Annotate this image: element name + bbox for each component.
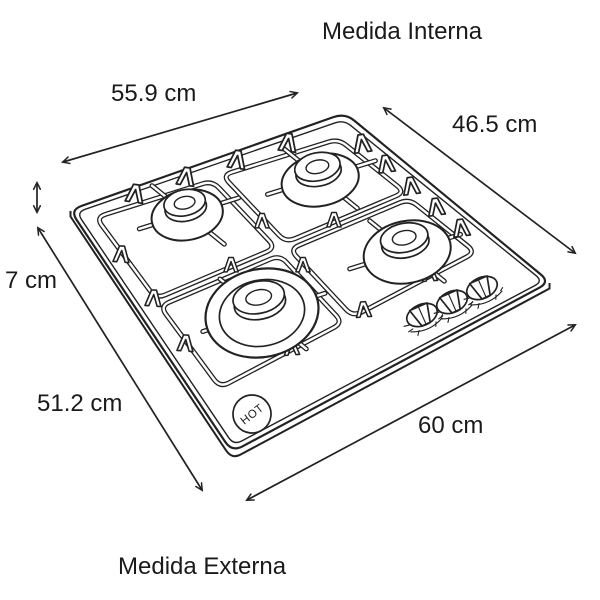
grate-prong xyxy=(326,211,342,228)
grate-prong xyxy=(355,300,373,319)
grate-frame-inner xyxy=(225,139,403,242)
hot-indicator: HOT xyxy=(232,394,272,434)
burner-front-left xyxy=(204,267,320,359)
cooktop-drawing: HOT xyxy=(69,114,551,458)
burner-front-right xyxy=(362,219,452,285)
grate-prong xyxy=(277,132,297,154)
title-medida-externa: Medida Externa xyxy=(118,553,287,580)
grate-prong xyxy=(353,133,373,155)
grate-frame-inner xyxy=(162,256,341,386)
control-knob-3 xyxy=(463,275,504,309)
grate-prong xyxy=(452,218,472,239)
grate-prong xyxy=(176,334,194,353)
grate-prong xyxy=(427,197,447,218)
grate-frame-inner xyxy=(292,200,473,316)
internal-depth-arrow xyxy=(384,108,575,253)
external-width-arrow xyxy=(247,325,575,500)
grate-prong xyxy=(175,166,195,188)
grate-prong xyxy=(112,245,130,264)
grate-prong xyxy=(124,183,144,205)
dimension-arrows xyxy=(37,93,575,500)
burner-rear-left xyxy=(150,188,224,242)
grate-prong xyxy=(254,212,270,229)
grate-prong xyxy=(402,176,422,197)
title-medida-interna: Medida Interna xyxy=(322,18,483,45)
burner-rear-right xyxy=(280,151,360,208)
internal-width-arrow xyxy=(63,93,297,162)
grate-prong xyxy=(377,154,397,175)
grate-prong xyxy=(295,256,311,273)
cooktop-side-edge xyxy=(69,211,551,458)
control-knob-2 xyxy=(433,289,474,323)
grate-prong xyxy=(144,289,162,308)
grate-prong xyxy=(226,149,246,171)
grate-prong xyxy=(223,256,239,273)
grate-frame-inner xyxy=(98,181,274,298)
external-depth-arrow xyxy=(38,228,202,490)
cooktop-inner-rim xyxy=(79,121,540,444)
